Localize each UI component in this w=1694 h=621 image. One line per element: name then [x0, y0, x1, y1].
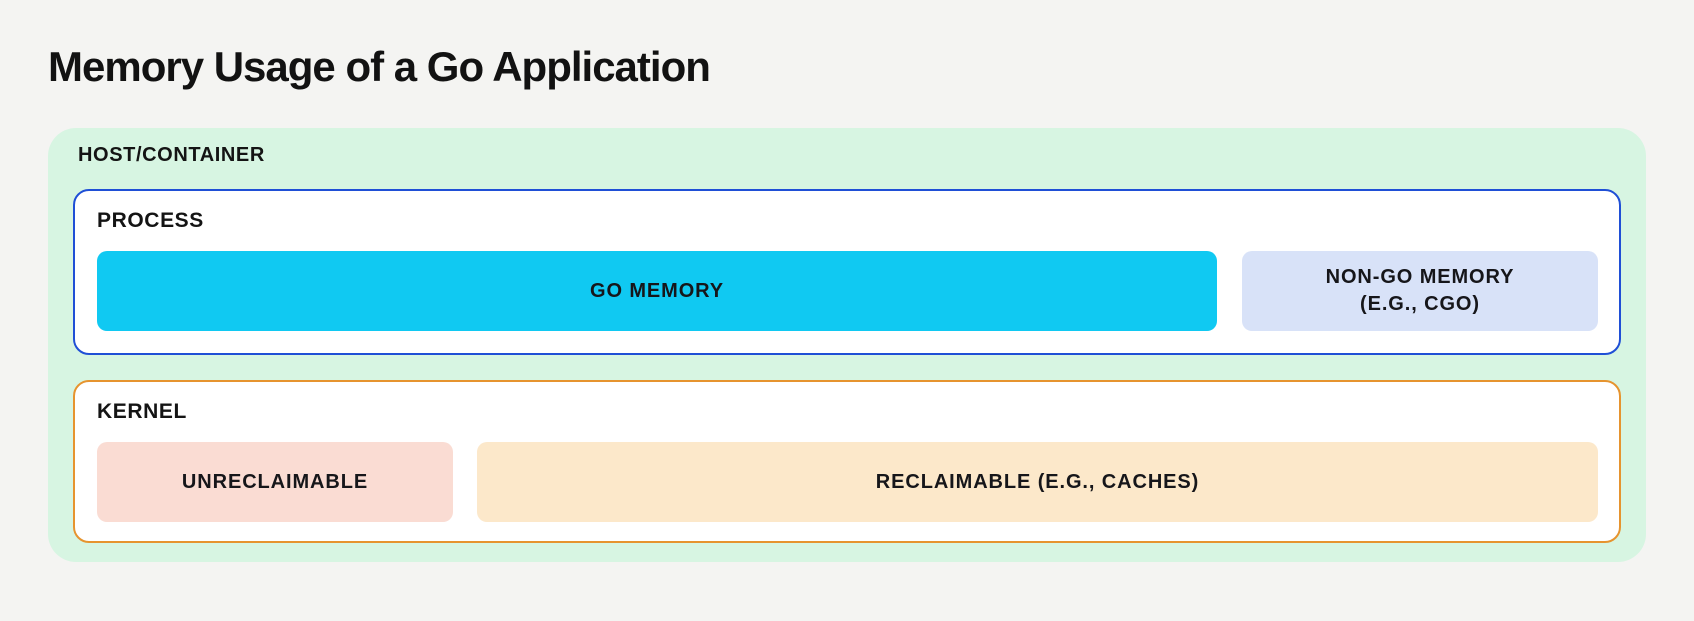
kernel-label: KERNEL	[97, 400, 187, 423]
non-go-memory-block: NON-GO MEMORY (E.G., CGO)	[1242, 251, 1598, 331]
host-container-box: HOST/CONTAINER PROCESS GO MEMORY NON-GO …	[48, 128, 1646, 562]
host-container-label: HOST/CONTAINER	[78, 144, 265, 166]
go-memory-label: GO MEMORY	[589, 279, 725, 302]
reclaimable-block: RECLAIMABLE (E.G., CACHES)	[477, 442, 1598, 522]
kernel-box: KERNEL UNRECLAIMABLE RECLAIMABLE (E.G., …	[73, 380, 1621, 543]
unreclaimable-label: UNRECLAIMABLE	[181, 470, 369, 493]
reclaimable-label: RECLAIMABLE (E.G., CACHES)	[875, 470, 1200, 493]
kernel-memory-row: UNRECLAIMABLE RECLAIMABLE (E.G., CACHES)	[97, 442, 1598, 522]
page-title: Memory Usage of a Go Application	[48, 43, 711, 90]
unreclaimable-block: UNRECLAIMABLE	[97, 442, 453, 522]
process-memory-row: GO MEMORY NON-GO MEMORY (E.G., CGO)	[97, 251, 1598, 331]
non-go-memory-label: NON-GO MEMORY (E.G., CGO)	[1325, 266, 1515, 315]
go-memory-block: GO MEMORY	[97, 251, 1217, 331]
process-box: PROCESS GO MEMORY NON-GO MEMORY (E.G., C…	[73, 189, 1621, 355]
process-label: PROCESS	[97, 209, 204, 232]
